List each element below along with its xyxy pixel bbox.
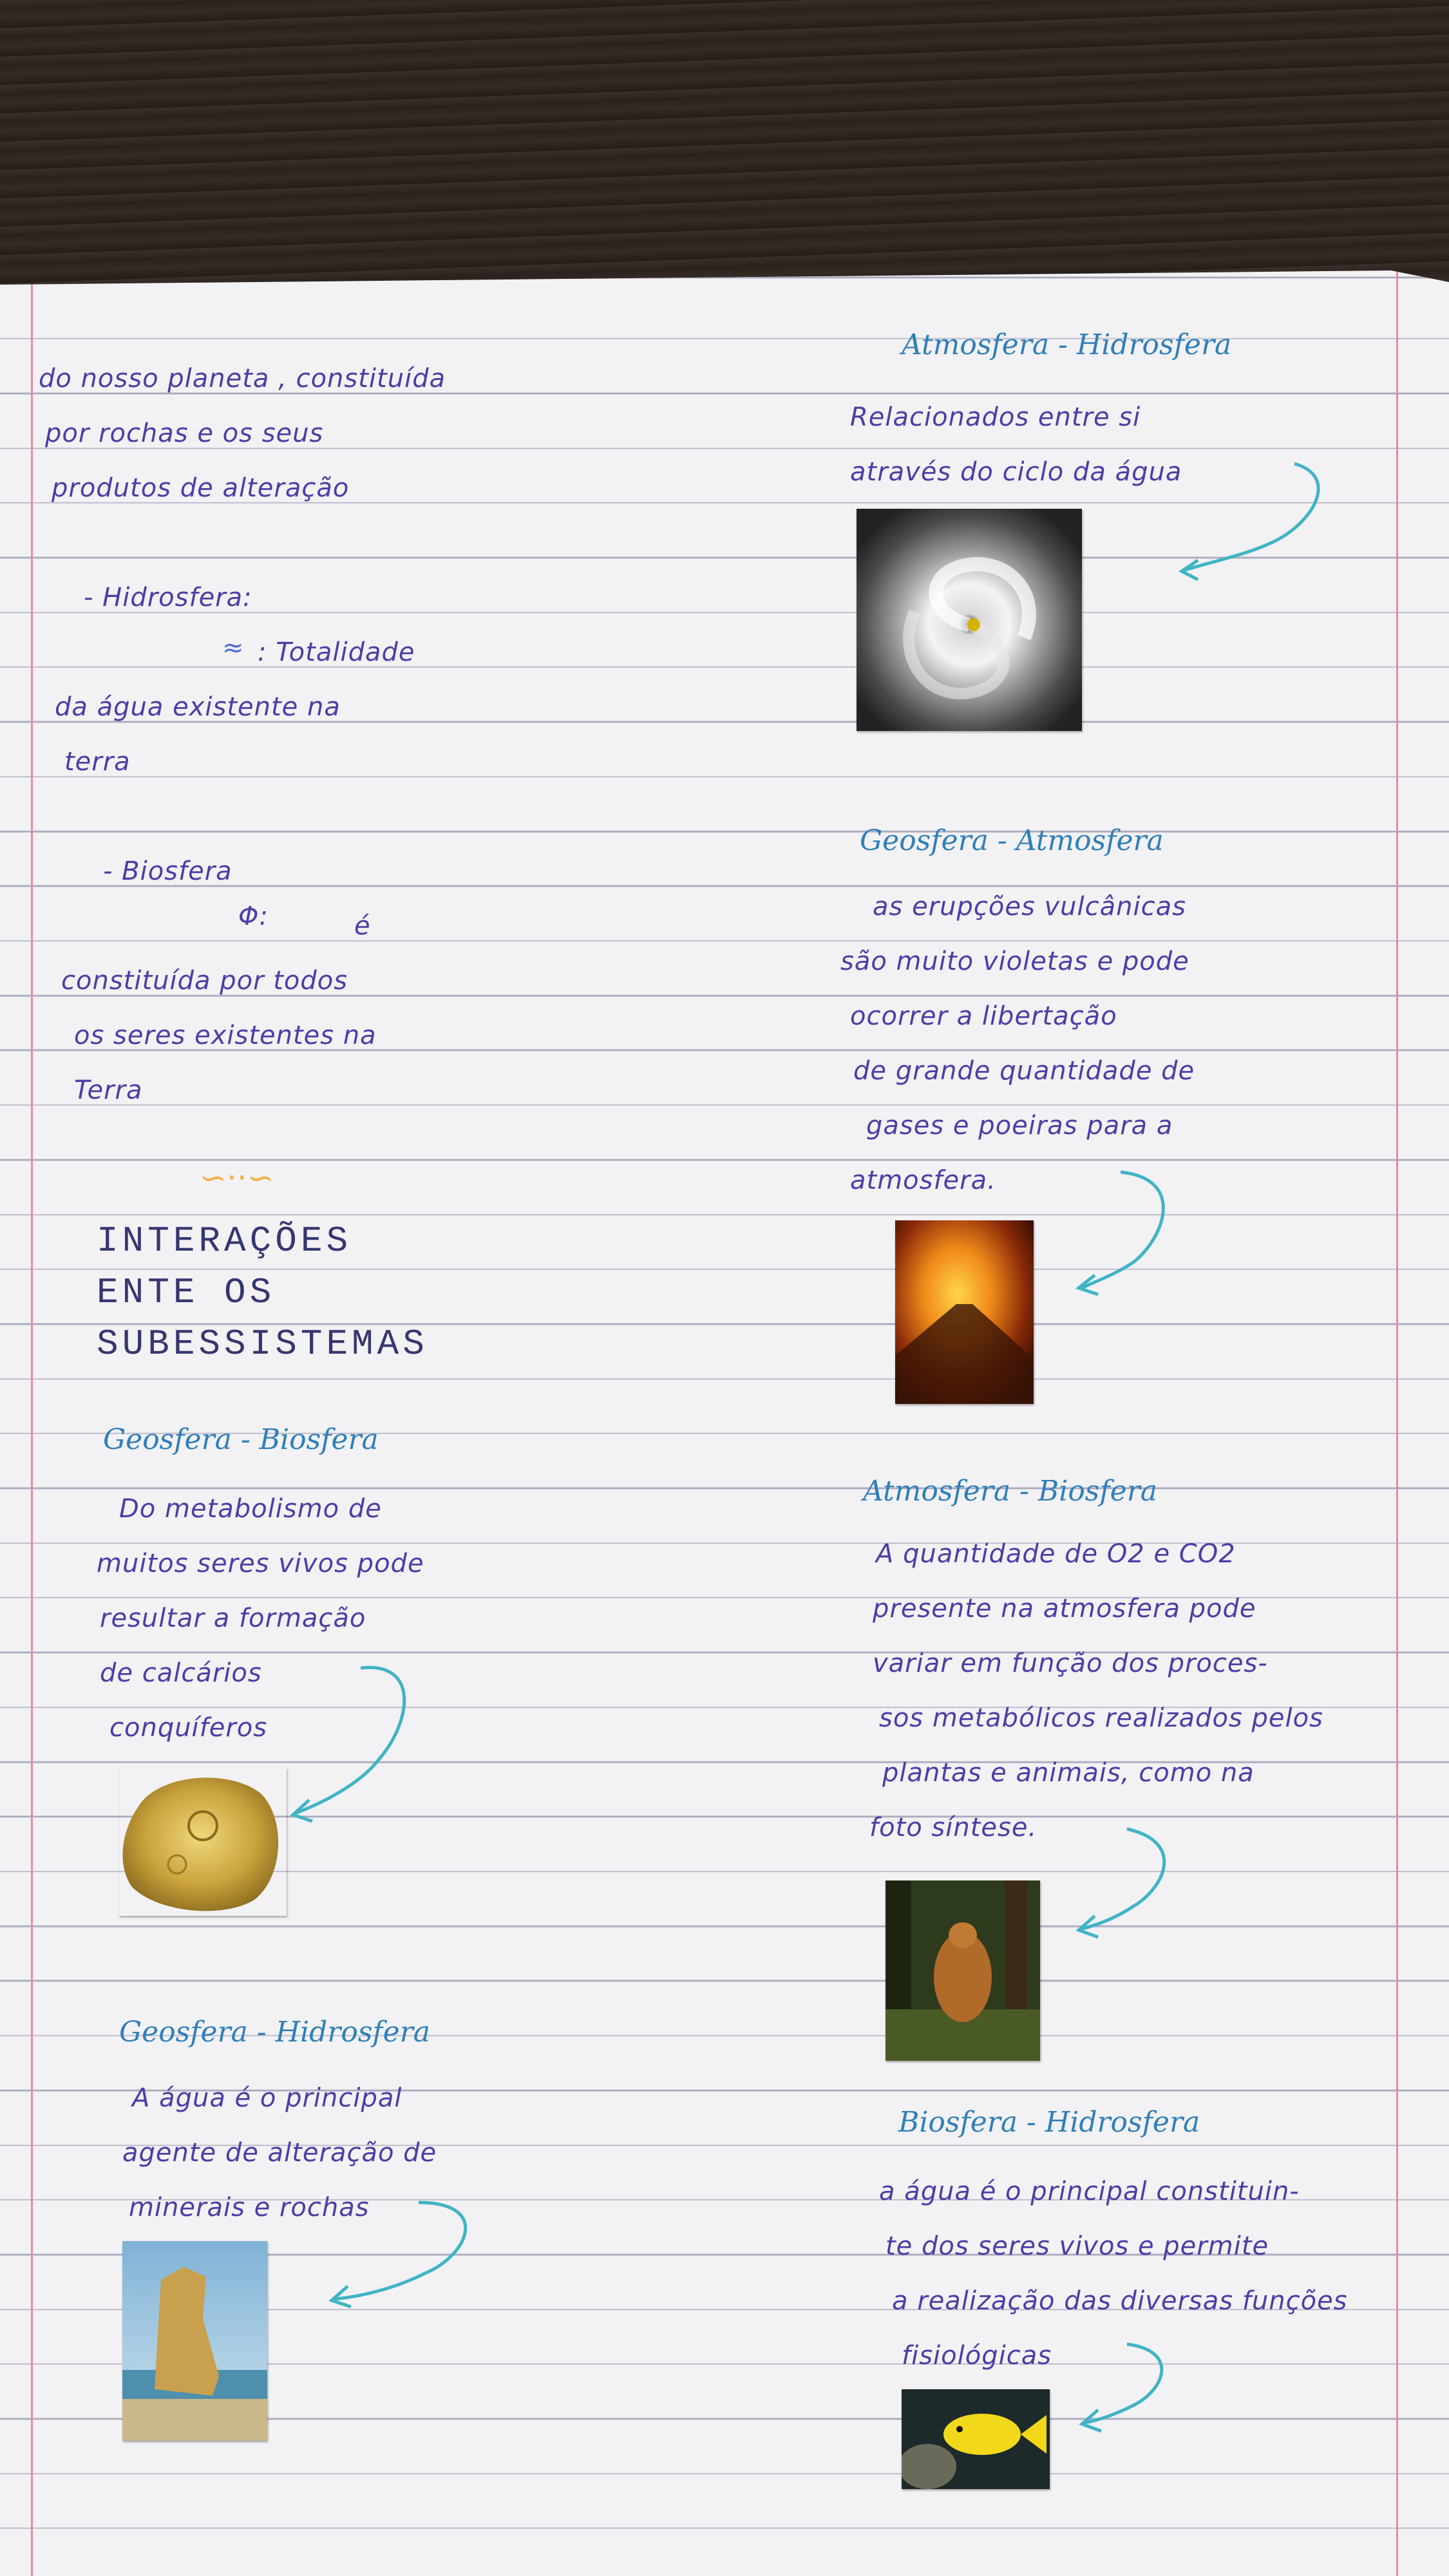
atmo-bio-line-5: plantas e animais, como na [882, 1758, 1255, 1788]
curved-arrow-icon [328, 2201, 468, 2309]
geo-atmo-heading: Geosfera - Atmosfera [860, 824, 1164, 857]
geo-atmo-line-4: de grande quantidade de [853, 1056, 1195, 1086]
litosfera-line-3: produtos de alteração [52, 473, 350, 503]
atmo-bio-heading: Atmosfera - Biosfera [863, 1475, 1157, 1508]
geo-hidro-heading: Geosfera - Hidrosfera [119, 2016, 430, 2049]
biosfera-line-4: Terra [74, 1075, 143, 1105]
atmo-hidro-line-2: através do ciclo da água [850, 457, 1182, 487]
bio-hidro-heading: Biosfera - Hidrosfera [898, 2106, 1200, 2139]
geo-atmo-line-1: as erupções vulcânicas [873, 892, 1186, 922]
wave-symbol-icon: ≈ [222, 633, 245, 663]
litosfera-line-1: do nosso planeta , constituída [39, 364, 446, 393]
phi-symbol-icon: Φ: [238, 902, 269, 931]
geo-hidro-line-2: agente de alteração de [122, 2138, 437, 2168]
bio-hidro-line-2: te dos seres vivos e permite [886, 2231, 1269, 2261]
curved-arrow-icon [1075, 1170, 1165, 1296]
wooden-table-background [0, 0, 1449, 303]
page-title-line-3: SUBESSISTEMAS [97, 1323, 428, 1365]
coastal-rock-photo [122, 2241, 267, 2441]
atmo-hidro-line-1: Relacionados entre si [850, 402, 1141, 432]
bio-hidro-line-4: fisiológicas [902, 2341, 1052, 2371]
geo-bio-line-2: muitos seres vivos pode [97, 1549, 424, 1578]
right-margin-line [1396, 270, 1398, 2576]
biosfera-line-1: é [354, 911, 371, 941]
hidrosfera-label: - Hidrosfera: [84, 583, 252, 612]
hidrosfera-line-3: terra [64, 747, 131, 777]
volcano-photo [895, 1220, 1034, 1404]
page-title-line-2: ENTE OS [97, 1272, 276, 1313]
geo-hidro-line-1: A água é o principal [132, 2083, 402, 2113]
fossil-photo [122, 1777, 279, 1911]
yellow-fish-photo [902, 2389, 1050, 2489]
geo-hidro-line-3: minerais e rochas [129, 2193, 370, 2222]
biosfera-line-3: os seres existentes na [74, 1021, 377, 1050]
curved-arrow-icon [290, 1665, 406, 1823]
page-title-line-1: INTERAÇÕES [97, 1220, 352, 1262]
atmo-bio-line-4: sos metabólicos realizados pelos [879, 1703, 1323, 1733]
decorative-doodle: ∽··∽ [200, 1159, 274, 1197]
hidrosfera-line-2: da água existente na [55, 692, 341, 722]
geo-bio-line-5: conquíferos [109, 1713, 268, 1743]
geo-atmo-line-5: gases e poeiras para a [866, 1111, 1173, 1141]
hidrosfera-line-1: : Totalidade [258, 638, 415, 667]
hurricane-photo [857, 509, 1082, 731]
atmo-bio-line-6: foto síntese. [869, 1813, 1037, 1842]
biosfera-label: - Biosfera [103, 857, 232, 886]
curved-arrow-icon [1079, 2342, 1164, 2433]
atmo-bio-line-2: presente na atmosfera pode [873, 1594, 1256, 1624]
geo-bio-line-4: de calcários [100, 1658, 262, 1688]
curved-arrow-icon [1075, 1827, 1166, 1939]
biosfera-line-2: constituída por todos [61, 966, 348, 996]
atmo-bio-line-1: A quantidade de O2 e CO2 [876, 1539, 1236, 1569]
curved-arrow-icon [1179, 462, 1320, 582]
geo-atmo-line-6: atmosfera. [850, 1166, 996, 1195]
geo-atmo-line-3: ocorrer a libertação [850, 1001, 1117, 1031]
bio-hidro-line-3: a realização das diversas funções [892, 2286, 1348, 2316]
bio-hidro-line-1: a água é o principal constituin- [879, 2177, 1300, 2206]
geo-bio-line-1: Do metabolismo de [119, 1494, 382, 1524]
geo-bio-heading: Geosfera - Biosfera [103, 1423, 379, 1456]
geo-bio-line-3: resultar a formação [100, 1604, 366, 1633]
forest-animal-photo [886, 1880, 1040, 2061]
geo-atmo-line-2: são muito violetas e pode [840, 947, 1189, 976]
notebook-page [0, 270, 1449, 2576]
litosfera-line-2: por rochas e os seus [45, 419, 324, 448]
atmo-bio-line-3: variar em função dos proces- [873, 1649, 1268, 1678]
left-margin-line [31, 270, 33, 2576]
atmo-hidro-heading: Atmosfera - Hidrosfera [902, 328, 1232, 361]
